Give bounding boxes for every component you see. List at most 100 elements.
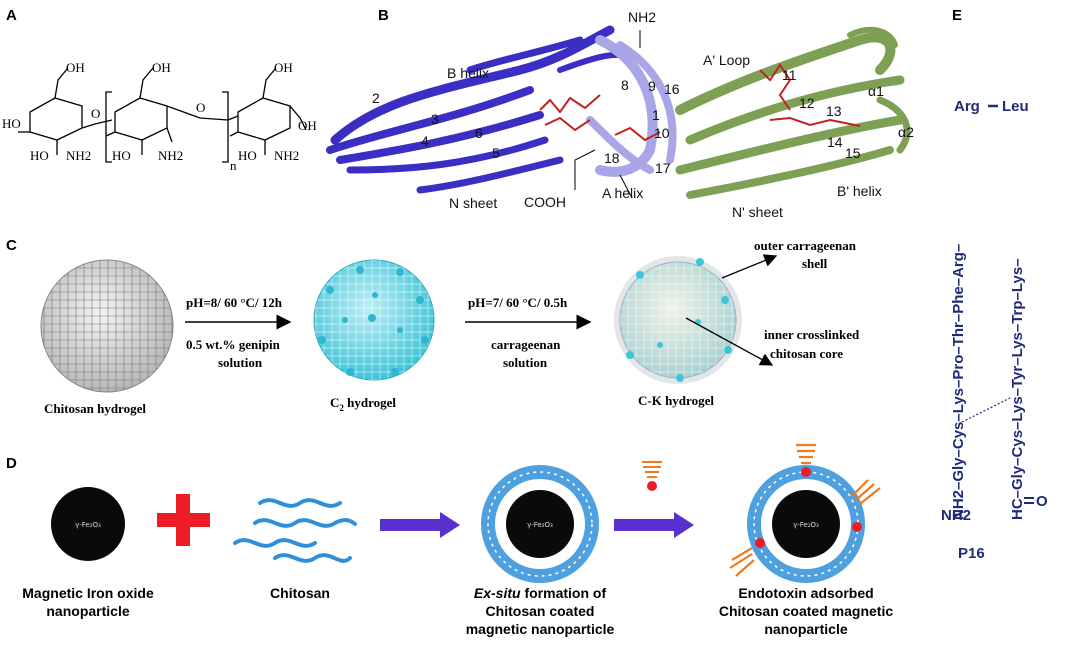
oh-label-4: OH — [298, 118, 317, 133]
cap-iron-oxide-line2: nanoparticle — [46, 603, 129, 619]
ring-1-ch2oh — [54, 67, 69, 99]
cap-exsitu-line1: Ex-situ formation of — [474, 585, 607, 601]
step2-reagent-line2: solution — [503, 355, 548, 370]
coated-particle: γ-Fe₂O₃ — [481, 465, 599, 583]
caption-c2-rest: hydrogel — [344, 395, 397, 410]
cap-endotoxin-line3: nanoparticle — [764, 621, 847, 637]
ho-label-3: HO — [112, 148, 131, 163]
cap-chitosan: Chitosan — [270, 585, 330, 601]
strand-number-15: 15 — [845, 145, 861, 161]
oh-label-1: OH — [66, 60, 85, 75]
label-b-helix: B helix — [447, 65, 489, 81]
b-pointer-lines — [574, 30, 641, 199]
ho-label-4: HO — [238, 148, 257, 163]
panel-b-label: B — [378, 7, 389, 24]
inner-core-line2: chitosan core — [770, 346, 843, 361]
strand-number-9: 9 — [648, 78, 656, 94]
strand-number-1: 1 — [652, 107, 660, 123]
strand-number-18: 18 — [604, 150, 620, 166]
ring-2 — [114, 97, 168, 141]
label-n-sheet: N sheet — [449, 195, 497, 211]
strand-number-13: 13 — [826, 103, 842, 119]
strand-number-10: 10 — [654, 125, 670, 141]
ligand-sticks — [539, 63, 861, 142]
strand-number-16: 16 — [664, 81, 680, 97]
chitosan-structure — [18, 67, 307, 163]
step1-reagent-line1: 0.5 wt.% genipin — [186, 337, 281, 352]
particle-label-1: γ-Fe₂O₃ — [75, 521, 101, 529]
nh2-label-2: NH2 — [158, 148, 183, 163]
sphere-c2-hydrogel — [313, 259, 435, 381]
cap-endotoxin-line2: Chitosan coated magnetic — [719, 603, 893, 619]
panel-b: B — [326, 7, 914, 220]
cap-exsitu-italic: Ex-situ — [474, 585, 521, 601]
caption-c2-hydrogel: C2 hydrogel — [330, 395, 396, 413]
subscript-n: n — [230, 158, 237, 173]
inner-core-line1: inner crosslinked — [764, 327, 860, 342]
caption-c2-sub: 2 — [339, 403, 344, 413]
label-nh2-b: NH2 — [628, 9, 656, 25]
strand-number-12: 12 — [799, 95, 815, 111]
strand-number-4: 4 — [421, 133, 429, 149]
step1-condition: pH=8/ 60 °C/ 12h — [186, 295, 283, 310]
arrow-d1 — [380, 512, 460, 538]
c-domain-ribbon — [675, 26, 911, 199]
nh2-terminus: NH2 — [941, 507, 971, 524]
bracket-right — [222, 91, 229, 163]
label-a-helix: A helix — [602, 185, 643, 201]
pointer-inner-core — [685, 317, 774, 366]
strand-number-8: 8 — [621, 77, 629, 93]
panel-a-label: A — [6, 7, 17, 24]
sphere-ck-hydrogel — [614, 256, 742, 384]
chitosan-chains — [233, 498, 357, 563]
nh2-label-1: NH2 — [66, 148, 91, 163]
right-peptide-chain: HC–Gly–Cys–Lys–Tyr–Lys–Trp–Lys– — [1009, 258, 1026, 520]
peptide-title: P16 — [958, 545, 985, 562]
ho-label-2: HO — [30, 148, 49, 163]
step2-reagent-line1: carrageenan — [491, 337, 561, 352]
panel-c-label: C — [6, 237, 17, 254]
panel-e-label: E — [952, 7, 962, 24]
iron-oxide-particle: γ-Fe₂O₃ — [51, 487, 125, 561]
cap-iron-oxide-line1: Magnetic Iron oxide — [22, 585, 154, 601]
ring-3 — [237, 97, 291, 141]
endotoxin-icon — [642, 461, 662, 491]
disulfide-bond — [961, 396, 1013, 423]
o-label-2: O — [196, 100, 205, 115]
particle-label-3: γ-Fe₂O₃ — [793, 521, 819, 529]
cap-endotoxin-line1: Endotoxin adsorbed — [738, 585, 873, 601]
cap-exsitu-line3: magnetic nanoparticle — [466, 621, 615, 637]
caption-chitosan-hydrogel: Chitosan hydrogel — [44, 401, 146, 416]
outer-shell-line2: shell — [802, 256, 828, 271]
ho-label-1: HO — [2, 116, 21, 131]
strand-number-11: 11 — [782, 67, 797, 83]
strand-number-17: 17 — [655, 160, 671, 176]
endotoxin-coated-particle: γ-Fe₂O₃ — [729, 443, 881, 583]
cap-exsitu-line2: Chitosan coated — [486, 603, 595, 619]
panel-a: A OH OH OH HO — [2, 7, 317, 173]
label-n-prime-sheet: N' sheet — [732, 204, 783, 220]
strand-number-6: 6 — [475, 125, 483, 141]
label-b-prime-helix: B' helix — [837, 183, 882, 199]
strand-number-14: 14 — [827, 134, 843, 150]
particle-label-2: γ-Fe₂O₃ — [527, 521, 553, 529]
strand-number-2: 2 — [372, 90, 380, 106]
oh-label-3: OH — [274, 60, 293, 75]
oh-label-2: OH — [152, 60, 171, 75]
strand-number-3: 3 — [431, 111, 439, 127]
o-label-1: O — [91, 106, 100, 121]
strand-number-5: 5 — [492, 145, 500, 161]
plus-icon — [157, 494, 210, 546]
sphere-chitosan-hydrogel — [40, 259, 174, 393]
nh2-label-3: NH2 — [274, 148, 299, 163]
caption-ck-hydrogel: C-K hydrogel — [638, 393, 714, 408]
caption-c2-main: C — [330, 395, 339, 410]
step2-condition: pH=7/ 60 °C/ 0.5h — [468, 295, 568, 310]
left-peptide-chain: NH2–Gly–Cys–Lys–Pro–Thr–Phe–Arg– — [950, 244, 967, 520]
outer-shell-line1: outer carrageenan — [754, 238, 857, 253]
label-cooh: COOH — [524, 194, 566, 210]
panel-e: E Arg Leu NH2–Gly–Cys–Lys–Pro–Thr–Phe–Ar… — [941, 7, 1048, 562]
label-alpha1: α1 — [868, 83, 884, 99]
pointer-outer-shell — [721, 254, 778, 279]
